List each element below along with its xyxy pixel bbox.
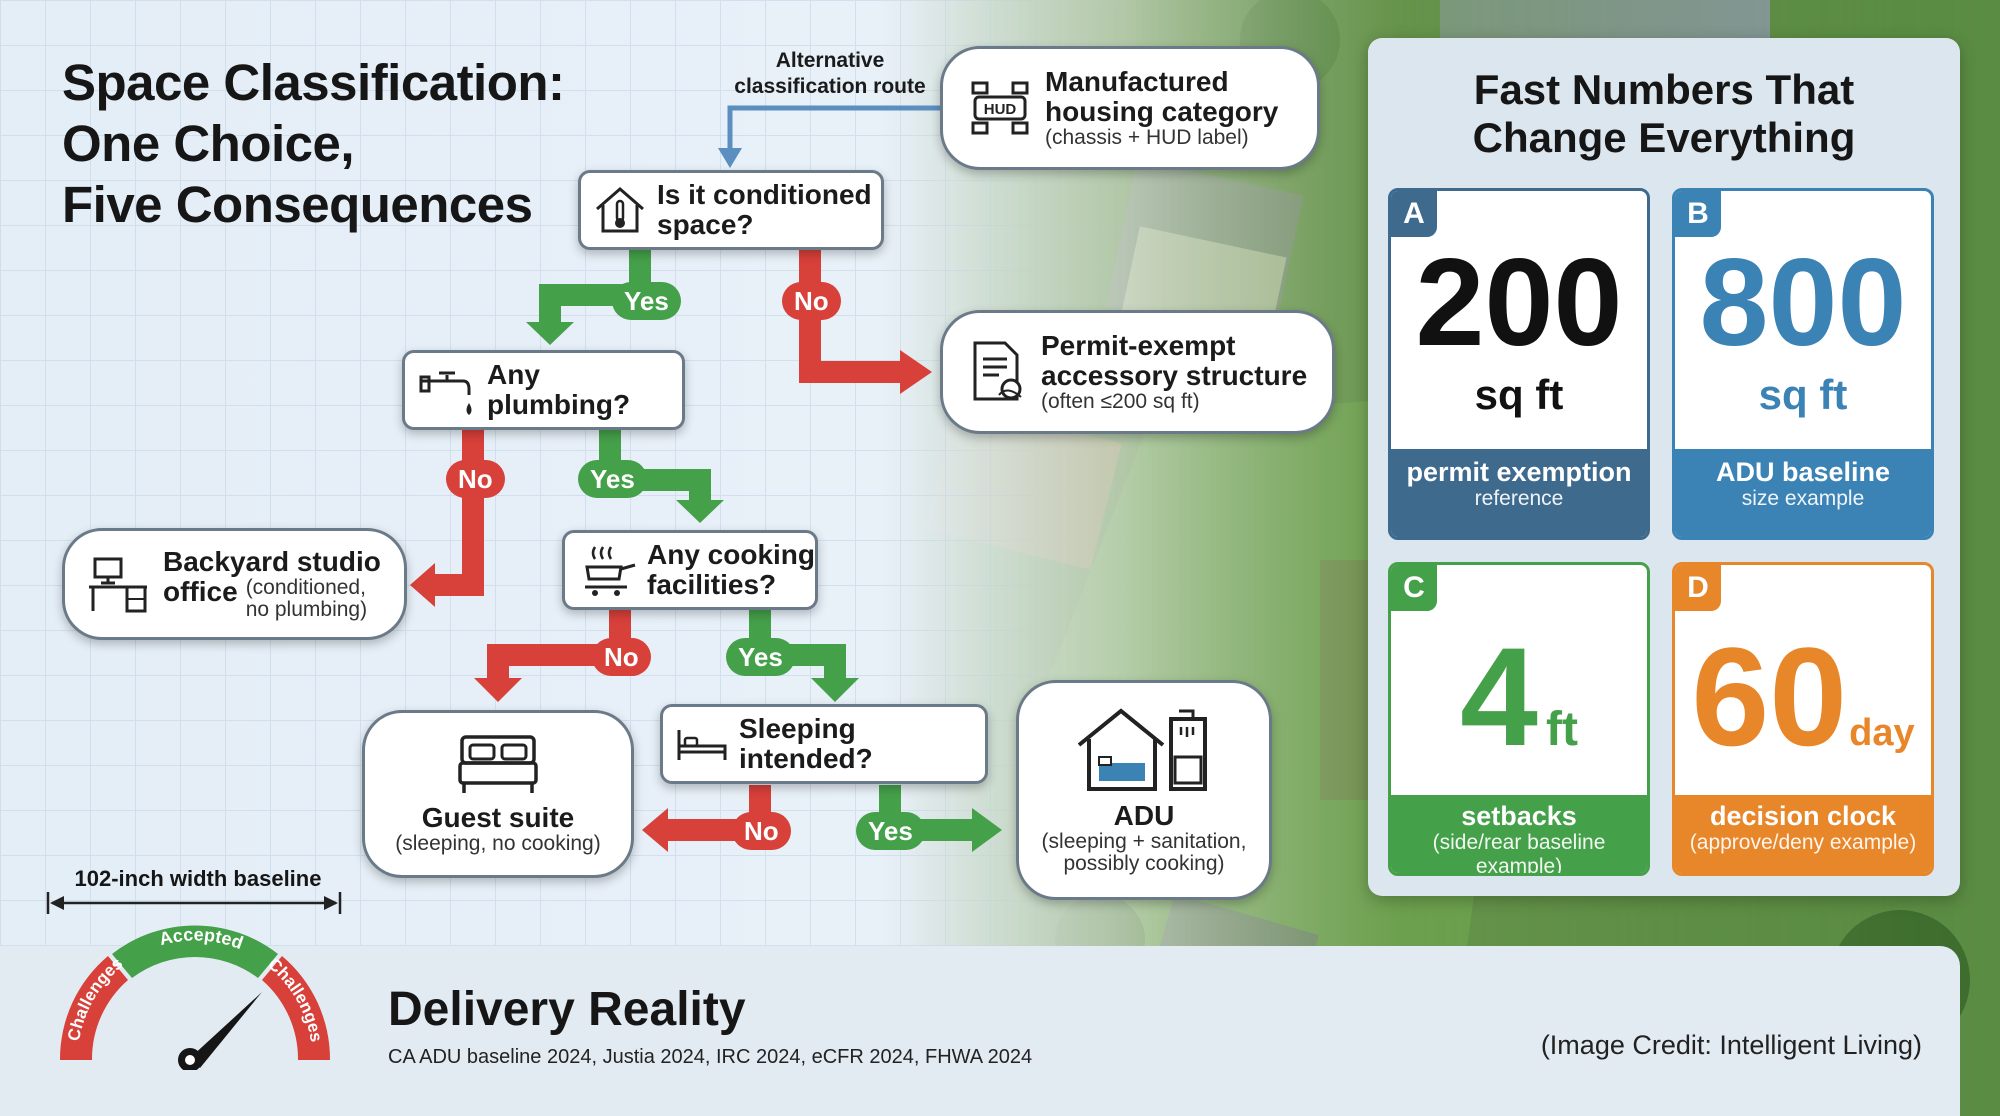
pill-conditioned-no: No <box>782 282 841 320</box>
pill-sleeping-yes: Yes <box>856 812 925 850</box>
alt-route-arrow <box>727 105 940 150</box>
double-bed-icon <box>458 735 538 793</box>
node-backyard-studio: Backyard studio office (conditioned, no … <box>62 528 407 640</box>
pill-conditioned-yes: Yes <box>612 282 681 320</box>
alternative-route-label: Alternative classification route <box>734 49 926 98</box>
node-manufactured-housing: HUD Manufactured housing category (chass… <box>940 46 1320 170</box>
arrow-cooking-yes <box>749 610 846 680</box>
arrow-plumbing-yes <box>599 430 711 502</box>
chassis-hud-icon: HUD <box>971 81 1029 135</box>
acceptance-gauge: Challenges Accepted Challenges <box>59 924 331 1070</box>
width-dimension-arrow <box>46 892 342 914</box>
permit-document-icon <box>973 341 1022 401</box>
card-d: D 60day decision clock (approve/deny exa… <box>1672 562 1934 876</box>
node-adu: ADU (sleeping + sanitation, possibly coo… <box>1016 680 1272 900</box>
width-baseline-label: 102-inch width baseline <box>74 866 322 891</box>
node-sleeping-intended: Sleeping intended? <box>660 704 988 784</box>
arrow-conditioned-yes <box>539 250 651 325</box>
adu-house-icon <box>1077 708 1207 791</box>
pill-cooking-no: No <box>592 638 651 676</box>
desk-computer-icon <box>89 557 147 613</box>
node-permit-exempt: Permit-exempt accessory structure (often… <box>940 310 1335 434</box>
page-title: Space Classification: One Choice, Five C… <box>62 54 565 233</box>
house-thermometer-icon <box>596 187 644 233</box>
delivery-reality-sources: CA ADU baseline 2024, Justia 2024, IRC 2… <box>388 1046 1033 1068</box>
node-conditioned-space: Is it conditioned space? <box>578 170 884 250</box>
node-any-cooking: Any cooking facilities? <box>562 530 818 610</box>
svg-text:HUD: HUD <box>984 101 1017 118</box>
image-credit: (Image Credit: Intelligent Living) <box>1540 1030 1922 1060</box>
arrow-cooking-no <box>487 610 631 680</box>
arrow-plumbing-no <box>432 430 484 596</box>
pill-sleeping-no: No <box>732 812 791 850</box>
card-b: B 800 sq ft ADU baseline size example <box>1672 188 1934 540</box>
fast-numbers-panel: Fast Numbers That Change Everything A 20… <box>1368 38 1960 896</box>
node-any-plumbing: Any plumbing? <box>402 350 685 430</box>
faucet-icon <box>419 371 472 415</box>
pill-cooking-yes: Yes <box>726 638 795 676</box>
pill-plumbing-no: No <box>446 460 505 498</box>
card-a: A 200 sq ft permit exemption reference <box>1388 188 1650 540</box>
node-guest-suite: Guest suite (sleeping, no cooking) <box>362 710 634 878</box>
pill-plumbing-yes: Yes <box>578 460 647 498</box>
gauge-needle <box>190 992 262 1068</box>
bed-icon <box>677 730 727 760</box>
cooking-pan-icon <box>585 546 636 596</box>
panel-title: Fast Numbers That Change Everything <box>1472 66 1856 161</box>
delivery-reality-title: Delivery Reality <box>388 983 746 1036</box>
